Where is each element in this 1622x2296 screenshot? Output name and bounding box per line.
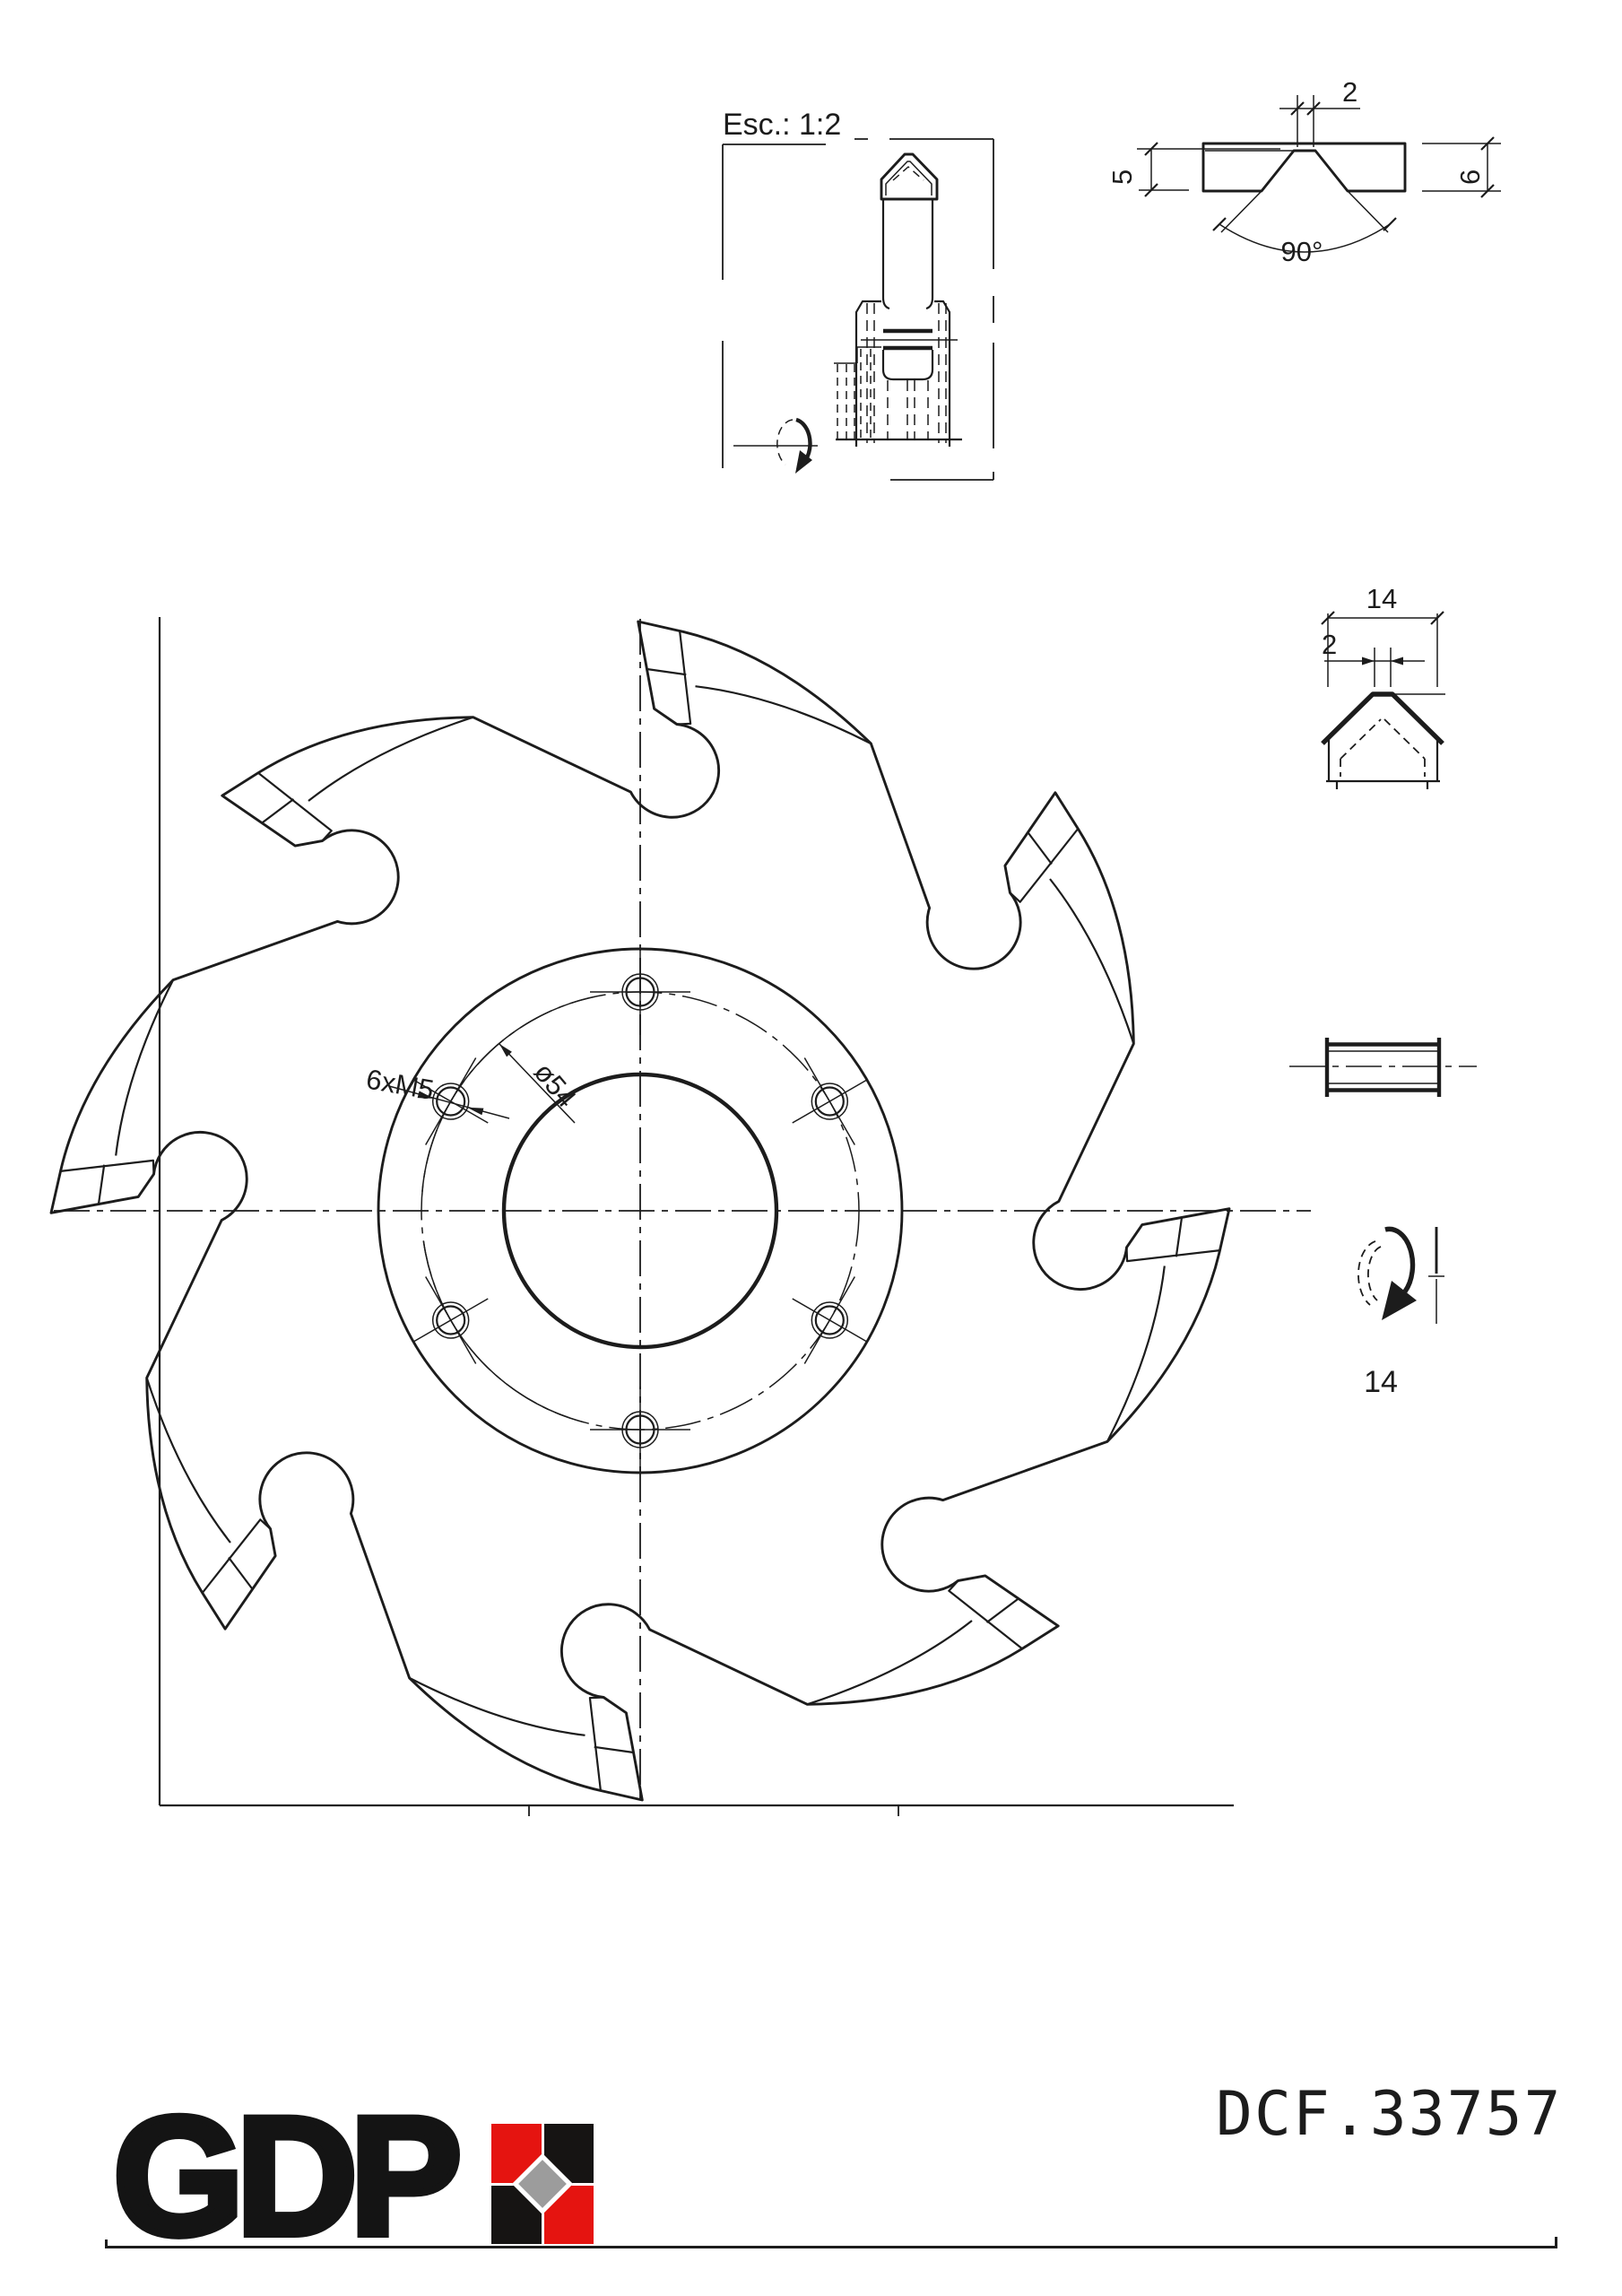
rotation-symbol-small — [733, 417, 818, 474]
tooth-roof — [1321, 691, 1444, 745]
tool-cap-dashed-chevron — [892, 166, 924, 181]
tool-shank — [881, 199, 934, 310]
titleblock-rule — [105, 2246, 1557, 2248]
bolt-hole — [811, 1301, 849, 1339]
bolt-hole — [792, 1079, 868, 1124]
dim2-value: 2 — [1342, 76, 1357, 108]
bolt-hole — [412, 1298, 489, 1343]
bore-section-sides — [1324, 1038, 1442, 1097]
detail-border — [722, 138, 994, 481]
bolt-circle-solid-arc-2 — [422, 1240, 584, 1423]
tooth-dashed-core — [1340, 718, 1426, 777]
angle-arc — [1219, 223, 1391, 253]
rotation-dashed-ring-inner — [1367, 1246, 1382, 1301]
bolt-circle-label: ø54 — [528, 1057, 583, 1113]
brand-logo-checker — [491, 2124, 594, 2244]
dim5-ticks — [1144, 142, 1158, 197]
frame-bottom-ticks — [528, 1805, 899, 1816]
bolt-hole — [436, 1305, 466, 1335]
dim6-ticks — [1480, 136, 1495, 198]
brand-logo-text: GDP — [109, 2082, 465, 2270]
rotation-axis-thin — [1428, 1275, 1444, 1324]
dim2-ext-lines — [1297, 95, 1314, 147]
rotation-dashed-arc — [776, 419, 794, 465]
bolt-hole — [814, 1305, 845, 1335]
bolt-hole — [792, 1298, 868, 1343]
tooth-dim14-ext — [1327, 613, 1438, 687]
tooth-tip-flat-value: 2 — [1322, 629, 1337, 660]
dim5-value: 5 — [1106, 170, 1138, 185]
blade-inner-bands — [115, 685, 1166, 1736]
bolt-holes — [412, 949, 868, 1473]
tool-cap — [880, 152, 939, 201]
bore-circle — [501, 1072, 779, 1350]
rotation-arrowhead — [795, 450, 812, 474]
tool-lower-cup — [881, 350, 934, 381]
cutting-width-value: 14 — [1364, 1365, 1398, 1399]
tooth-width-value: 14 — [1366, 583, 1397, 614]
bolt-hole — [412, 1079, 489, 1124]
tooth-dim14-ticks — [1321, 611, 1444, 625]
brand-logo: GDP — [109, 2088, 465, 2264]
holes-leader — [388, 1085, 510, 1119]
bolt-hole — [814, 1086, 845, 1117]
bore-section-view — [1289, 1038, 1477, 1097]
rotation-solid-arc — [795, 417, 812, 461]
dim6-value: 6 — [1454, 170, 1486, 185]
bolt-circle-dim-line — [499, 1043, 576, 1124]
tool-cap-inner — [885, 161, 932, 196]
part-number: DCF.33757 — [1216, 2079, 1563, 2150]
bolt-hole — [436, 1086, 466, 1117]
tooth-dim2-ext — [1374, 648, 1392, 687]
dim5-ext-lines — [1137, 148, 1280, 191]
tooth-sides — [1327, 739, 1439, 781]
groove-section-view: 2 5 6 90° — [1106, 76, 1501, 267]
rotation-dashed-ring-outer — [1357, 1240, 1376, 1306]
titleblock-rule-tick-right — [1555, 2237, 1557, 2248]
tool-collar-dashes — [866, 303, 947, 443]
angle-ext-lines — [1220, 190, 1389, 233]
angle-ticks — [1212, 217, 1397, 231]
view-frame — [158, 617, 1234, 1816]
holes-label: 6xM5 — [364, 1063, 437, 1106]
blade-insert-edges — [60, 631, 1220, 1791]
blade-outline — [49, 620, 1231, 1802]
bolt-circle-solid-arc-1 — [421, 996, 595, 1192]
tool-lower-dashes — [887, 380, 929, 439]
bolt-hole — [431, 1083, 470, 1120]
section-outline — [1201, 142, 1407, 193]
bore-section-thin-lines — [1327, 1050, 1439, 1084]
tool-disc-bands — [883, 328, 932, 351]
bolt-circle-arrow — [499, 1044, 512, 1057]
bolt-hole — [431, 1301, 470, 1339]
scale-label: Esc.: 1:2 — [723, 108, 841, 142]
titleblock-rule-tick-left — [105, 2239, 108, 2248]
angle-value: 90° — [1281, 236, 1323, 267]
bolt-hole — [811, 1083, 849, 1120]
dim2-ticks — [1290, 101, 1321, 116]
rotation-direction-symbol: 14 — [1357, 1226, 1444, 1399]
tooth-bottom — [1326, 779, 1440, 789]
blade-insert-seams — [98, 668, 1183, 1753]
tooth-dim2-arrow-left — [1362, 657, 1375, 665]
rotation-solid-arc — [1384, 1226, 1416, 1293]
tool-collar-left — [854, 300, 881, 447]
tool-steps-dashes — [837, 349, 872, 439]
blade-front-view: 6xM5 ø54 — [49, 619, 1311, 1802]
tool-collar-right — [934, 300, 951, 447]
tool-steps — [834, 346, 881, 364]
rotation-arrowhead — [1382, 1281, 1417, 1320]
holes-arrow-left — [417, 1091, 434, 1099]
holes-arrow-right — [467, 1107, 484, 1116]
tooth-dim2-arrow-right — [1391, 657, 1403, 665]
tooth-profile-detail: 14 2 — [1321, 583, 1445, 789]
bore-section-thick-lines — [1327, 1042, 1439, 1092]
detail-view-esc: Esc.: 1:2 — [722, 108, 994, 481]
